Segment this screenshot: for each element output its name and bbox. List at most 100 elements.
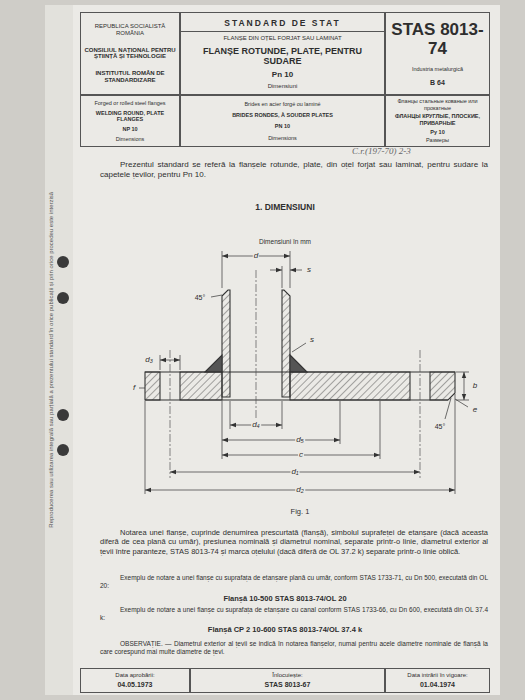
example-designation: Flanșă 10-500 STAS 8013-74/OL 20 (80, 594, 490, 603)
dimension-lines-part (222, 401, 223, 459)
cell-text: WELDING ROUND, PLATE FLANGES (81, 110, 179, 123)
cell-heading: Forged or rolled steel flanges (81, 100, 179, 106)
section-heading: 1. DIMENSIUNI (80, 202, 490, 213)
dimension-lines-part (455, 394, 456, 494)
cell-text: 01.04.1974 (386, 681, 489, 689)
flange-section-part (145, 399, 448, 400)
cell-text: B 64 (386, 79, 489, 87)
paper-sheet (45, 5, 500, 695)
standard-number-cell: STAS 8013-74Industria metalurgică B 64 (385, 12, 490, 95)
dimension-lines-part (160, 360, 180, 361)
dimension-lines-part (464, 372, 465, 400)
cell-text: PN 10 (181, 123, 384, 129)
cell-heading: STANDARD DE STAT (181, 17, 384, 32)
dimension-lines-part (160, 355, 161, 370)
punch-holes-part (57, 292, 69, 304)
flange-section-part (205, 355, 222, 372)
punch-holes (57, 256, 69, 456)
dimension-lines-part (270, 270, 282, 271)
flange-section-part (430, 372, 455, 400)
cell-heading: Înlocuiește: (191, 672, 384, 679)
title-cell: STANDARD DE STAT FLANȘE DIN OȚEL FORJAT S… (180, 12, 385, 95)
dimension-lines-part (139, 388, 145, 389)
cell-text: NP 10 (81, 126, 179, 132)
flange-section-part (222, 290, 230, 397)
cell-heading: Фланцы стальные кованые или прокатные (386, 98, 489, 111)
center-lines-part (256, 270, 257, 418)
cell-text: Dimensions (181, 135, 384, 141)
cell-text: STAS 8013-67 (191, 681, 384, 689)
dimension-label: d₅ (295, 436, 305, 444)
dimension-lines-part (456, 372, 469, 373)
punch-holes-part (57, 444, 69, 456)
cell-text: FLANȘE DIN OȚEL FORJAT SAU LAMINAT (181, 35, 384, 42)
dimension-label: c (298, 451, 304, 459)
english-title-cell: Forged or rolled steel flangesWELDING RO… (80, 95, 180, 147)
flange-section-part (290, 372, 410, 400)
punch-holes-part (57, 256, 69, 268)
issuer-cell: REPUBLICA SOCIALISTĂ ROMÂNIACONSILIUL NA… (80, 12, 180, 95)
cell-heading: Brides en acier forgé ou laminé (181, 101, 384, 107)
flange-section-part (282, 290, 290, 397)
dimension-label: d₁ (291, 468, 300, 476)
dimension-lines-part (282, 266, 283, 288)
cell-text: ФЛАНЦЫ КРУГЛЫЕ, ПЛОСКИЕ, ПРИВАРНЫЕ (386, 113, 489, 126)
dimension-lines-part (222, 440, 340, 441)
center-lines (170, 270, 420, 478)
cell-text: Dimensiuni (181, 83, 384, 90)
cell-text: Pn 10 (181, 70, 384, 79)
cell-heading: STAS 8013-74 (386, 20, 489, 59)
flange-section-part (145, 371, 455, 372)
example-designation: Flanșă CP 2 10-600 STAS 8013-74/OL 37.4 … (80, 625, 490, 634)
cell-heading: Data aprobării: (81, 672, 189, 679)
cell-text: Ру 10 (386, 129, 489, 135)
flange-section (145, 290, 455, 400)
cell-text: BRIDES RONDES, À SOUDER PLATES (181, 112, 384, 118)
flange-section-part (180, 372, 222, 400)
cell-text: Dimensions (81, 136, 179, 142)
dimension-label: s (309, 336, 315, 344)
dimension-lines-part (290, 251, 291, 288)
example-text: Exemplu de notare a unei flanșe cu supra… (100, 574, 488, 590)
dimension-label: e (472, 406, 478, 414)
dimension-lines-part (222, 251, 223, 288)
dimension-lines-part (290, 270, 302, 271)
dimension-label: d₃ (144, 356, 154, 364)
dimension-lines-part (380, 401, 381, 459)
cell-heading: REPUBLICA SOCIALISTĂ ROMÂNIA (81, 23, 179, 37)
dimension-label: d₂ (295, 486, 305, 494)
angle-label: 45° (194, 294, 207, 301)
flange-section-part (145, 372, 160, 400)
dimension-label: d₄ (251, 421, 261, 429)
dimension-lines (139, 251, 469, 494)
example-text: Exemplu de notare a unei flanșe cu supra… (100, 606, 488, 622)
angle-label: 45° (434, 423, 447, 430)
dimension-label: f (132, 384, 136, 392)
dimension-lines-part (145, 401, 146, 494)
center-lines-part (420, 350, 421, 478)
dimension-label: d (253, 252, 259, 260)
cell-text: FLANȘE ROTUNDE, PLATE, PENTRU SUDARE (181, 46, 384, 67)
dimension-lines-part (211, 295, 222, 297)
reproduction-notice: Reproducerea sau utilizarea integrală sa… (48, 140, 56, 580)
effective-date-cell: Data intrării în vigoare:01.04.1974 (385, 668, 490, 693)
dimension-lines-part (445, 398, 451, 419)
cell-text: Industria metalurgică (386, 66, 489, 72)
punch-holes-part (57, 409, 69, 421)
designation-paragraph: Notarea unei flanșe, cuprinde denumirea … (100, 528, 488, 556)
observation-note: OBSERVAȚIE. — Diametrul exterior al țevi… (100, 640, 488, 656)
replaces-cell: Înlocuiește: STAS 8013-67 (190, 668, 385, 693)
dimension-label: s (306, 266, 312, 274)
scope-paragraph: Prezentul standard se referă la flanșele… (100, 160, 488, 180)
flange-section-part (290, 355, 307, 372)
dimension-lines-part (292, 343, 306, 352)
handwritten-note: C.r.(197-70) 2-3 (352, 146, 472, 157)
dimension-lines-part (180, 355, 181, 370)
cell-text: INSTITUTUL ROMÂN DE STANDARDIZARE (81, 70, 179, 84)
center-lines-part (170, 350, 171, 478)
russian-title-cell: Фланцы стальные кованые или прокатныеФЛА… (385, 95, 490, 147)
approval-date-cell: Data aprobării:04.05.1973 (80, 668, 190, 693)
dimension-lines-part (340, 401, 341, 444)
figure-caption: Fig. 1 (290, 508, 311, 516)
